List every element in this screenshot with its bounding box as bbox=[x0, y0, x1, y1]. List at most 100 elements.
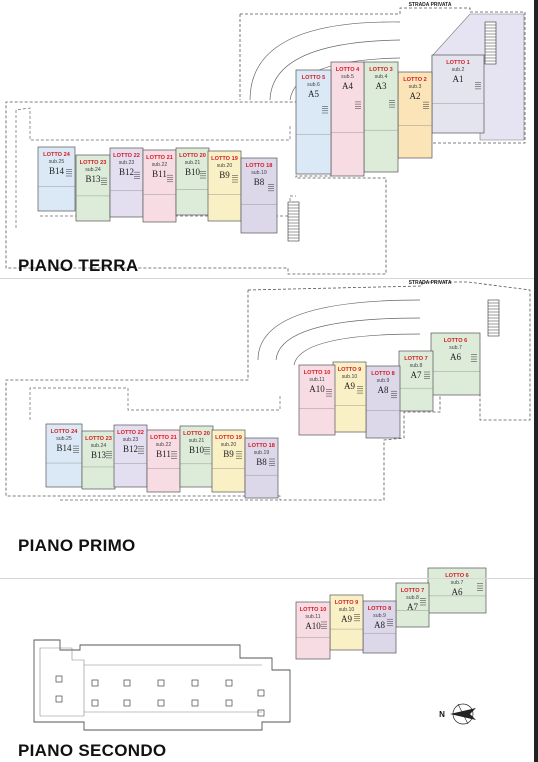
unit-fill bbox=[75, 154, 111, 222]
lotto-label: LOTTO 22 bbox=[113, 153, 140, 159]
sub-label: sub.24 bbox=[85, 167, 101, 173]
lotto-label: LOTTO 24 bbox=[51, 429, 79, 435]
lotto-label: LOTTO 8 bbox=[368, 606, 392, 612]
sub-label: sub.21 bbox=[189, 438, 205, 444]
unit-code-label: A9 bbox=[341, 614, 352, 624]
unit-code-label: A3 bbox=[376, 81, 387, 91]
window-mark bbox=[191, 699, 199, 707]
unit-code-label: B11 bbox=[156, 449, 171, 459]
unit-code-label: B11 bbox=[152, 169, 167, 179]
sub-label: sub.3 bbox=[409, 84, 422, 90]
unit-fill bbox=[244, 437, 279, 499]
window-mark bbox=[191, 679, 199, 687]
lotto-label: LOTTO 7 bbox=[404, 356, 428, 362]
unit-code-label: B8 bbox=[256, 457, 267, 467]
unit-code-label: B12 bbox=[123, 444, 138, 454]
unit-code-label: B9 bbox=[223, 449, 234, 459]
lotto-label: LOTTO 21 bbox=[150, 435, 177, 441]
unit-code-label: A10 bbox=[305, 621, 321, 631]
unit-code-label: A2 bbox=[410, 91, 421, 101]
sub-label: sub.10 bbox=[342, 374, 358, 380]
inner-path-primo bbox=[29, 387, 281, 420]
unit-code-label: A7 bbox=[407, 602, 418, 612]
inner-path-terra bbox=[15, 107, 291, 228]
unit-fill bbox=[146, 429, 181, 493]
window-mark bbox=[225, 699, 233, 707]
unit-fill bbox=[332, 361, 367, 433]
unit-fill bbox=[142, 149, 177, 223]
sub-label: sub.24 bbox=[91, 443, 107, 449]
lotto-label: LOTTO 7 bbox=[401, 588, 425, 594]
sub-label: sub.5 bbox=[341, 74, 354, 80]
lotto-label: LOTTO 19 bbox=[215, 435, 242, 441]
window-mark bbox=[225, 679, 233, 687]
window-mark bbox=[91, 679, 99, 687]
sub-label: sub.21 bbox=[185, 160, 201, 166]
unit-fill bbox=[113, 424, 148, 488]
lotto-label: LOTTO 22 bbox=[117, 430, 144, 436]
road-label-terra: STRADA PRIVATA bbox=[409, 2, 452, 8]
stairs-primo-top bbox=[487, 299, 500, 337]
section-title-terra: PIANO TERRA bbox=[18, 256, 139, 275]
unit-fill bbox=[329, 594, 364, 651]
sub-label: sub.19 bbox=[254, 450, 270, 456]
lotto-label: LOTTO 3 bbox=[369, 67, 393, 73]
road-terra bbox=[249, 21, 401, 101]
unit-code-label: A6 bbox=[450, 352, 461, 362]
unit-code-label: B14 bbox=[56, 443, 72, 453]
unit-code-label: B13 bbox=[91, 450, 107, 460]
unit-code-label: B10 bbox=[189, 445, 205, 455]
sub-label: sub.7 bbox=[451, 580, 464, 586]
window-mark bbox=[157, 679, 165, 687]
unit-fill bbox=[362, 600, 397, 654]
unit-fill bbox=[295, 69, 332, 175]
unit-code-label: A5 bbox=[308, 89, 319, 99]
unit-fill bbox=[45, 423, 83, 488]
lotto-label: LOTTO 6 bbox=[445, 573, 469, 579]
unit-code-label: A6 bbox=[452, 587, 463, 597]
sub-label: sub.22 bbox=[152, 162, 168, 168]
unit-code-label: B10 bbox=[185, 167, 201, 177]
unit-fill bbox=[179, 425, 214, 488]
building-outline-secondo bbox=[33, 639, 291, 731]
section-divider-2 bbox=[0, 578, 538, 579]
unit-fill bbox=[295, 601, 331, 660]
sub-label: sub.22 bbox=[156, 442, 172, 448]
lotto-label: LOTTO 8 bbox=[371, 371, 395, 377]
north-cross bbox=[457, 703, 469, 725]
lotto-label: LOTTO 21 bbox=[146, 155, 173, 161]
unit-code-label: B14 bbox=[49, 166, 65, 176]
sub-label: sub.2 bbox=[452, 67, 465, 73]
section-divider-1 bbox=[0, 278, 538, 279]
sub-label: sub.25 bbox=[56, 436, 72, 442]
sub-label: sub.8 bbox=[410, 363, 423, 369]
stairs-terra-top bbox=[484, 21, 497, 65]
unit-fill bbox=[207, 150, 242, 222]
lotto-label: LOTTO 20 bbox=[179, 153, 206, 159]
sub-label: sub.8 bbox=[406, 595, 419, 601]
road-label-primo: STRADA PRIVATA bbox=[409, 280, 452, 286]
unit-fill bbox=[175, 147, 210, 216]
unit-fill bbox=[363, 61, 399, 173]
window-mark bbox=[123, 679, 131, 687]
